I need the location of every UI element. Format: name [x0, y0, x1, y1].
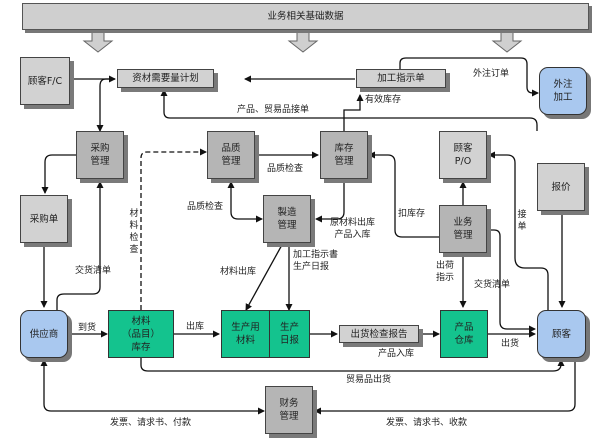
edge-mrp-to-purchase	[96, 78, 115, 132]
node-quotation[interactable]: 报价	[537, 163, 585, 211]
edge-delivery-list-purchase	[56, 181, 104, 310]
edge-material-out	[245, 242, 284, 311]
edge-accept-order	[488, 151, 549, 310]
edge-trade-shipment	[140, 358, 565, 372]
node-finance-mgmt[interactable]: 财务 管理	[265, 386, 313, 434]
label-invoice-pay: 发票、请求书、付款	[110, 418, 192, 428]
edge-purchase-to-po	[41, 154, 76, 194]
node-supplier[interactable]: 供应商	[20, 310, 68, 358]
node-manufacturing-mgmt[interactable]: 製造 管理	[263, 195, 311, 243]
label-material-out: 材料出库	[220, 267, 257, 277]
node-outsourcing[interactable]: 外注 加工	[539, 67, 587, 115]
label-accept-order: 接单	[517, 210, 527, 232]
label-delivery-list-right: 交货清单	[474, 280, 511, 290]
node-shipping-report[interactable]: 出货检查报告	[339, 325, 419, 343]
edge-finance-customer	[314, 360, 576, 415]
edge-delivery-list-customer	[488, 229, 536, 333]
label-shipment: 出货	[501, 339, 520, 349]
label-ship-instruction: 出荷 指示	[436, 261, 455, 283]
label-effective-stock: 有效库存	[365, 95, 402, 105]
label-quality-check-top: 品质检查	[267, 164, 304, 174]
label-material-inspection: 材料检查	[129, 209, 139, 255]
label-raw-out-product-in: 原材料出库 产品入库	[330, 218, 376, 240]
label-quality-check-left: 品质检查	[187, 202, 224, 212]
node-material-stock[interactable]: 材料 （品目） 库存	[108, 310, 174, 358]
down-arrow-left	[82, 30, 114, 53]
node-processing-order[interactable]: 加工指示单	[356, 69, 446, 88]
node-purchase-order[interactable]: 采购单	[20, 195, 68, 243]
node-production-daily[interactable]: 生产 日报	[269, 310, 310, 358]
node-quality-mgmt[interactable]: 品质 管理	[207, 131, 255, 179]
label-processing-daily: 加工指示書 生产日报	[293, 250, 339, 272]
node-inventory-mgmt[interactable]: 库存 管理	[320, 131, 368, 179]
edge-quality-manufacturing	[227, 181, 263, 223]
edge-deduct-stock	[368, 151, 440, 238]
label-out-stock: 出库	[186, 322, 205, 332]
label-deduct-stock: 扣库存	[398, 209, 426, 219]
banner-title: 业务相关基础数据	[267, 11, 344, 22]
label-product-trade-order: 产品、贸易品接单	[237, 105, 310, 115]
label-product-in: 产品入库	[378, 349, 415, 359]
label-delivery-list-left: 交货清单	[75, 266, 112, 276]
down-arrow-middle	[287, 30, 319, 53]
node-purchase-mgmt[interactable]: 采购 管理	[76, 131, 124, 179]
edge-effective-stock	[343, 94, 364, 131]
node-customer-po[interactable]: 顾客 P/O	[439, 131, 487, 179]
edge-product-order	[160, 89, 538, 131]
node-production-material[interactable]: 生产用 材料	[221, 310, 270, 358]
node-product-warehouse[interactable]: 产品 仓库	[440, 310, 488, 358]
edge-finance-supplier	[40, 359, 265, 415]
banner-arrows	[82, 30, 523, 53]
node-mrp[interactable]: 资材需要量计划	[117, 69, 214, 88]
node-customer[interactable]: 顾客	[537, 310, 586, 358]
down-arrow-right	[491, 30, 523, 53]
edge-inventory-manufacturing	[315, 182, 345, 223]
node-customer-fc[interactable]: 顾客F/C	[20, 57, 70, 105]
label-invoice-collect: 发票、请求书、收款	[386, 418, 468, 428]
label-outsourcing-order: 外注订单	[473, 69, 510, 79]
label-arrival: 到货	[78, 323, 97, 333]
node-business-mgmt[interactable]: 业务 管理	[439, 205, 487, 253]
base-data-banner: 业务相关基础数据	[22, 3, 589, 30]
edge-material-inspection	[140, 148, 207, 310]
edge-to-outsourcing	[399, 57, 539, 97]
label-trade-shipment: 贸易品出货	[346, 375, 392, 385]
